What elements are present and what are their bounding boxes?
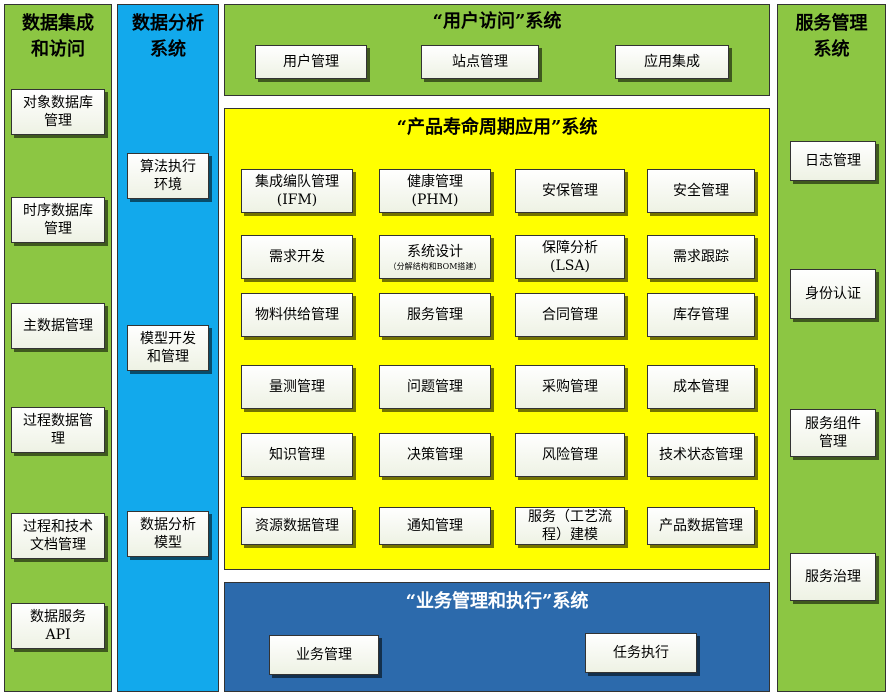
material-supply-box[interactable]: 物料供给管理 bbox=[241, 293, 353, 337]
business-panel: “业务管理和执行”系统 业务管理 任务执行 bbox=[224, 582, 770, 692]
resource-data-management-box[interactable]: 资源数据管理 bbox=[241, 507, 353, 545]
plm-title: “产品寿命周期应用”系统 bbox=[396, 117, 598, 138]
contract-management-box[interactable]: 合同管理 bbox=[515, 293, 625, 337]
inventory-management-box[interactable]: 库存管理 bbox=[647, 293, 755, 337]
service-component-management-box[interactable]: 服务组件 管理 bbox=[790, 409, 876, 457]
data-service-api-box[interactable]: 数据服务 API bbox=[11, 603, 105, 649]
task-execution-box[interactable]: 任务执行 bbox=[585, 633, 697, 673]
data-analysis-title: 数据分析 系统 bbox=[132, 13, 204, 60]
security-box[interactable]: 安保管理 bbox=[515, 169, 625, 213]
master-data-management-box[interactable]: 主数据管理 bbox=[11, 303, 105, 349]
lsa-box[interactable]: 保障分析(LSA) bbox=[515, 235, 625, 279]
app-integration-box[interactable]: 应用集成 bbox=[615, 45, 729, 79]
requirement-tracking-box[interactable]: 需求跟踪 bbox=[647, 235, 755, 279]
user-access-panel: “用户访问”系统 用户管理 站点管理 应用集成 bbox=[224, 4, 770, 96]
service-process-modeling-box[interactable]: 服务（工艺流程）建模 bbox=[515, 507, 625, 545]
cost-management-box[interactable]: 成本管理 bbox=[647, 365, 755, 409]
site-management-box[interactable]: 站点管理 bbox=[421, 45, 539, 79]
timeseries-db-management-box[interactable]: 时序数据库 管理 bbox=[11, 197, 105, 243]
service-management-title: 服务管理 系统 bbox=[795, 13, 868, 60]
measurement-management-box[interactable]: 量测管理 bbox=[241, 365, 353, 409]
user-access-title: “用户访问”系统 bbox=[432, 11, 562, 32]
algorithm-execution-env-box[interactable]: 算法执行 环境 bbox=[127, 153, 209, 199]
business-title: “业务管理和执行”系统 bbox=[405, 591, 589, 612]
issue-management-box[interactable]: 问题管理 bbox=[379, 365, 491, 409]
requirement-dev-box[interactable]: 需求开发 bbox=[241, 235, 353, 279]
config-status-management-box[interactable]: 技术状态管理 bbox=[647, 433, 755, 477]
decision-management-box[interactable]: 决策管理 bbox=[379, 433, 491, 477]
knowledge-management-box[interactable]: 知识管理 bbox=[241, 433, 353, 477]
data-integration-title: 数据集成 和访问 bbox=[22, 13, 94, 60]
safety-box[interactable]: 安全管理 bbox=[647, 169, 755, 213]
process-tech-doc-management-box[interactable]: 过程和技术 文档管理 bbox=[11, 513, 105, 559]
data-analysis-panel: 数据分析 系统 算法执行 环境 模型开发 和管理 数据分析 模型 bbox=[117, 4, 219, 692]
data-analysis-model-box[interactable]: 数据分析 模型 bbox=[127, 511, 209, 557]
system-design-box[interactable]: 系统设计（分解结构和BOM搭建） bbox=[379, 235, 491, 279]
risk-management-box[interactable]: 风险管理 bbox=[515, 433, 625, 477]
log-management-box[interactable]: 日志管理 bbox=[790, 141, 876, 181]
procurement-management-box[interactable]: 采购管理 bbox=[515, 365, 625, 409]
service-management-box[interactable]: 服务管理 bbox=[379, 293, 491, 337]
phm-box[interactable]: 健康管理(PHM) bbox=[379, 169, 491, 213]
object-db-management-box[interactable]: 对象数据库 管理 bbox=[11, 89, 105, 135]
service-management-panel: 服务管理 系统 日志管理 身份认证 服务组件 管理 服务治理 bbox=[777, 4, 886, 692]
user-management-box[interactable]: 用户管理 bbox=[255, 45, 367, 79]
model-dev-management-box[interactable]: 模型开发 和管理 bbox=[127, 325, 209, 371]
identity-auth-box[interactable]: 身份认证 bbox=[790, 269, 876, 319]
plm-panel: “产品寿命周期应用”系统 集成编队管理(IFM) 健康管理(PHM) 安保管理安全管… bbox=[224, 108, 770, 570]
product-data-management-box[interactable]: 产品数据管理 bbox=[647, 507, 755, 545]
notification-management-box[interactable]: 通知管理 bbox=[379, 507, 491, 545]
process-data-management-box[interactable]: 过程数据管 理 bbox=[11, 407, 105, 453]
ifm-box[interactable]: 集成编队管理(IFM) bbox=[241, 169, 353, 213]
data-integration-panel: 数据集成 和访问 对象数据库 管理 时序数据库 管理 主数据管理 过程数据管 理… bbox=[4, 4, 112, 692]
business-management-box[interactable]: 业务管理 bbox=[269, 635, 379, 675]
service-governance-box[interactable]: 服务治理 bbox=[790, 553, 876, 601]
